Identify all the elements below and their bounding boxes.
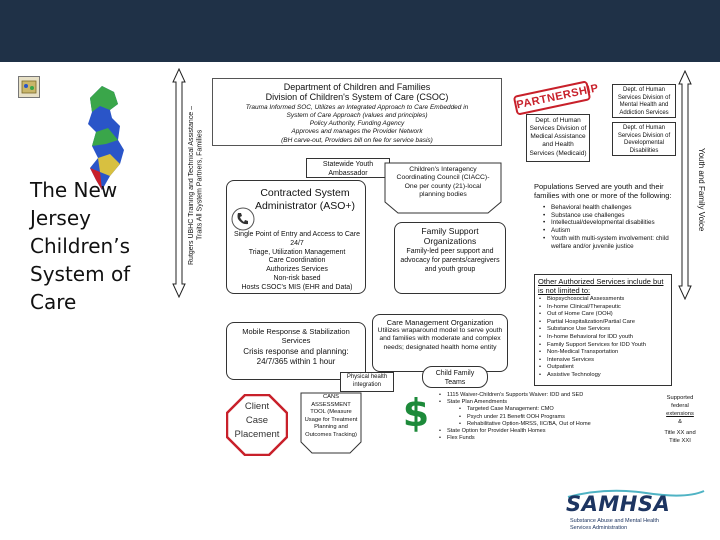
contracted-admin-line: Authorizes Services <box>266 266 328 273</box>
dcf-title-line1: Department of Children and Families <box>283 82 431 92</box>
side-note-line: federal <box>671 403 689 409</box>
contracted-admin-line: Triage, Utilization Management <box>248 248 346 256</box>
samhsa-logo: SAMHSA Substance Abuse and Mental Health… <box>566 486 706 534</box>
funding-item: State Plan Amendments <box>438 399 638 406</box>
contracted-admin-title: Contracted System Administrator (ASO+) <box>254 187 356 212</box>
dcf-detail: System of Care Approach (values and prin… <box>286 112 428 120</box>
side-note-line: extensions <box>666 411 694 417</box>
youth-ambassador-box: Statewide Youth Ambassador <box>306 158 390 178</box>
family-support-box: Family Support Organizations Family-led … <box>394 222 506 294</box>
mobile-response-title: Mobile Response & Stabilization Services <box>242 327 350 345</box>
placement-label: Placement <box>234 429 280 440</box>
populations-panel: Populations Served are youth and their f… <box>534 182 674 251</box>
dcf-detail: Trauma Informed SOC, Utilizes an Integra… <box>245 104 469 111</box>
interagency-council-text: Children's Interagency Coordinating Coun… <box>396 166 490 199</box>
care-management-title: Care Management Organization <box>386 318 494 327</box>
family-support-body: Family-led peer support and advocacy for… <box>400 248 500 273</box>
header-banner <box>0 0 720 62</box>
service-item: Non-Medical Transportation <box>538 349 668 357</box>
service-item: Biopsychosocial Assessments <box>538 296 668 304</box>
side-note: Supported federal extensions & Title XX … <box>654 394 706 445</box>
dcf-header-box: Department of Children and Families Divi… <box>212 78 502 146</box>
contracted-administrator-box: Contracted System Administrator (ASO+) S… <box>226 180 366 294</box>
funding-list: 1115 Waiver-Children's Supports Waiver: … <box>438 392 638 443</box>
stop-sign-icon <box>225 393 289 457</box>
service-item: Substance Use Services <box>538 326 668 334</box>
population-item: Behavioral health challenges <box>542 204 674 212</box>
dhs-developmental-box: Dept. of Human Services Division of Deve… <box>612 122 676 156</box>
side-note-line: & <box>678 419 682 425</box>
contracted-admin-line: Hosts CSOC's MIS (EHR and Data) <box>241 283 353 291</box>
funding-item: 1115 Waiver-Children's Supports Waiver: … <box>438 392 638 399</box>
samhsa-wave-icon <box>566 486 706 498</box>
family-support-title: Family Support Organizations <box>421 226 479 246</box>
funding-item: State Option for Provider Health Homes <box>438 428 638 435</box>
dcf-detail: Approves and manages the Provider Networ… <box>291 128 423 136</box>
population-item: Substance use challenges <box>542 212 674 220</box>
authorized-services-box: Other Authorized Services include but is… <box>534 274 672 386</box>
interagency-council-shape <box>384 162 502 214</box>
service-item: Outpatient <box>538 364 668 372</box>
care-management-box: Care Management Organization Utilizes wr… <box>372 314 508 372</box>
svg-text:$: $ <box>403 392 429 432</box>
samhsa-name: SAMHSA <box>566 492 671 516</box>
funding-item: Targeted Case Management: CMO <box>458 406 638 413</box>
service-item: Assistive Technology <box>538 372 668 380</box>
dhs-medicaid-box: Dept. of Human Services Division of Medi… <box>526 114 590 162</box>
left-double-arrow <box>172 67 186 299</box>
dcf-title-line2: Division of Children's System of Care (C… <box>265 92 449 102</box>
samhsa-tagline: Services Administration <box>570 524 628 531</box>
service-item: Family Support Services for IDD Youth <box>538 342 668 350</box>
side-note-line: Title XXI <box>669 438 691 444</box>
service-item: Intensive Services <box>538 357 668 365</box>
funding-item: Flex Funds <box>438 435 638 442</box>
authorized-services-title: Other Authorized Services include but is… <box>538 277 664 295</box>
dollar-sign-icon: $ <box>398 391 434 435</box>
dcf-detail: Policy Authority, Funding Agency <box>309 120 405 128</box>
cans-text: CANS ASSESSMENT TOOL (Measure Usage for … <box>304 394 358 438</box>
mobile-response-box: Mobile Response & Stabilization Services… <box>226 322 366 380</box>
samhsa-tagline: Substance Abuse and Mental Health <box>570 518 659 524</box>
contracted-admin-line: Care Coordination <box>268 257 326 265</box>
population-item: Youth with multi-system involvement: chi… <box>542 235 674 251</box>
service-item: In-home Clinical/Therapeutic <box>538 304 668 312</box>
side-note-line: Supported <box>666 395 694 401</box>
dhs-mental-health-box: Dept. of Human Services Division of Ment… <box>612 84 676 118</box>
right-vertical-label: Youth and Family Voice <box>697 148 706 232</box>
phone-icon <box>231 207 255 231</box>
page-title: The New Jersey Children’s System of Care <box>30 178 131 314</box>
funding-item: Psych under 21 Benefit OOH Programs <box>458 414 638 421</box>
cans-shape <box>300 392 362 454</box>
population-item: Autism <box>542 227 674 235</box>
side-note-line: Title XX and <box>664 430 696 436</box>
right-double-arrow <box>678 69 692 301</box>
populations-intro: Populations Served are youth and their f… <box>534 182 672 201</box>
partnership-stamp: PARTNERSHIP <box>512 80 600 116</box>
population-item: Intellectual/developmental disabilities <box>542 219 674 227</box>
client-label: Client <box>244 401 270 412</box>
child-family-teams-box: Child Family Teams <box>422 366 488 388</box>
service-item: Out of Home Care (OOH) <box>538 311 668 319</box>
left-vertical-label: Rutgers UBHC Training and Technical Assi… <box>188 105 204 265</box>
funding-item: Rehabilitative Option-MRSS, IIC/BA, Out … <box>458 421 638 428</box>
org-logo-icon <box>18 76 40 98</box>
contracted-admin-line: Non-risk based <box>273 274 321 282</box>
case-label: Case <box>245 415 269 426</box>
dcf-detail: (BH carve-out, Providers bill on fee for… <box>281 136 433 144</box>
service-item: Partial Hospitalization/Partial Care <box>538 319 668 327</box>
service-item: In-home Behavioral for IDD youth <box>538 334 668 342</box>
new-jersey-map-icon <box>80 84 130 194</box>
care-management-body: Utilizes wraparound model to serve youth… <box>377 327 503 351</box>
physical-health-box: Physical health integration <box>340 372 394 392</box>
mobile-response-body: Crisis response and planning: 24/7/365 w… <box>243 347 349 366</box>
contracted-admin-line: Single Point of Entry and Access to Care… <box>233 231 361 247</box>
